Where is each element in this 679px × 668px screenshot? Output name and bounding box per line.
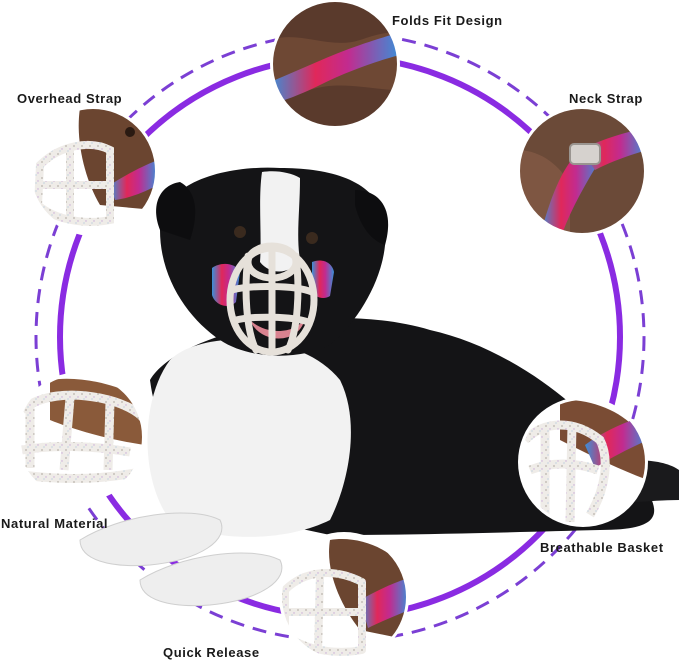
- feature-neck-strap: [517, 106, 647, 236]
- label-folds-fit-design: Folds Fit Design: [392, 13, 503, 28]
- feature-natural-material: [15, 372, 145, 502]
- feature-quick-release: [279, 532, 409, 662]
- dog-ear-left: [156, 182, 196, 240]
- dog-front-paw-right: [139, 552, 283, 607]
- label-breathable-basket: Breathable Basket: [540, 540, 664, 555]
- feature-breathable-basket: [518, 397, 648, 527]
- dog-chest: [147, 339, 351, 537]
- basket-closeup-icon: [520, 399, 646, 525]
- label-quick-release: Quick Release: [163, 645, 260, 660]
- label-neck-strap: Neck Strap: [569, 91, 643, 106]
- label-overhead-strap: Overhead Strap: [17, 91, 123, 106]
- dog-ear-right: [355, 190, 389, 245]
- feature-overhead-strap: [28, 106, 158, 236]
- dog-eye-right: [306, 232, 318, 244]
- dog-front-paw-left: [79, 512, 223, 567]
- muzzle-strap-right: [312, 260, 334, 298]
- buckle-closeup-icon: [519, 108, 645, 234]
- dog-wearing-muzzle-icon: [30, 108, 156, 234]
- hero-dog-image: [79, 167, 679, 607]
- strap-closeup-icon: [272, 1, 398, 127]
- label-natural-material: Natural Material: [1, 516, 109, 531]
- feature-folds-fit: [270, 0, 400, 129]
- dog-eye-left: [234, 226, 246, 238]
- basket-muzzle: [226, 242, 318, 356]
- muzzle-material-closeup-icon: [17, 374, 143, 500]
